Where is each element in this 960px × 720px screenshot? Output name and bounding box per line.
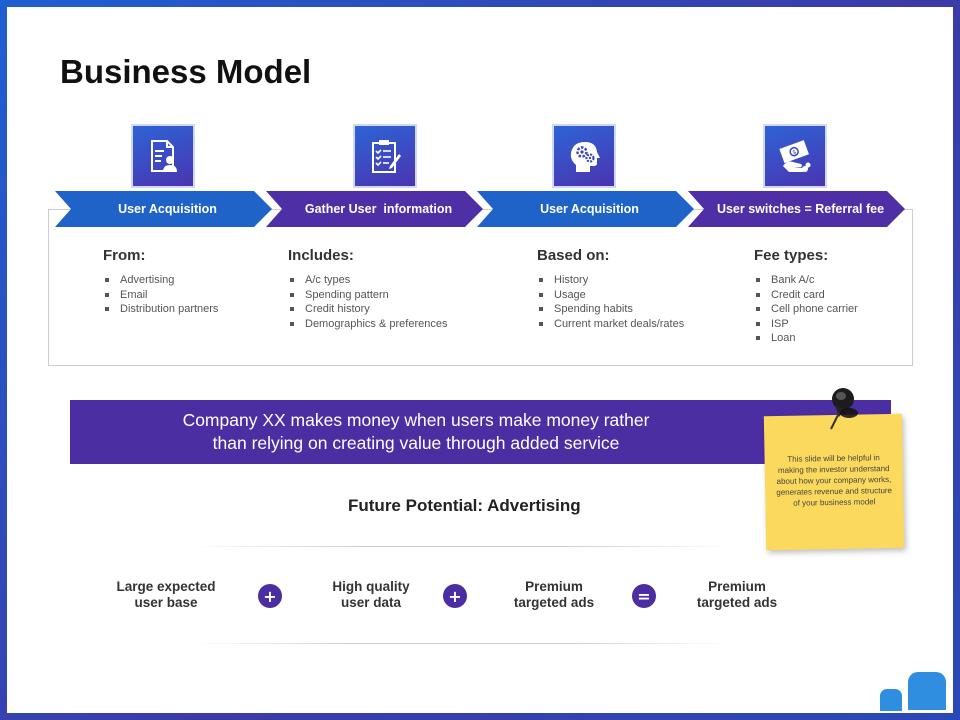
- detail-column-based-on: Based on: History Usage Spending habits …: [537, 247, 684, 331]
- list-item: Credit card: [754, 288, 858, 303]
- decorative-corner-large: [908, 672, 946, 710]
- divider: [192, 546, 732, 547]
- clipboard-checklist-icon: [372, 140, 401, 173]
- equals-operator: =: [632, 584, 656, 608]
- step-4-arrow: User switches = Referral fee: [688, 191, 905, 227]
- column-heading: From:: [103, 247, 146, 264]
- column-heading: Includes:: [288, 247, 354, 264]
- list-item: History: [537, 273, 684, 288]
- list-item: Spending habits: [537, 302, 684, 317]
- step-2-label: Gather User information: [304, 202, 453, 216]
- list-item: Distribution partners: [103, 302, 218, 317]
- list-item: Current market deals/rates: [537, 317, 684, 332]
- list-item: Bank A/c: [754, 273, 858, 288]
- sticky-note-text: This slide will be helpful in making the…: [776, 453, 893, 508]
- list-item: Credit history: [288, 302, 447, 317]
- detail-column-fee-types: Fee types: Bank A/c Credit card Cell pho…: [754, 247, 858, 346]
- equation-item-user-data: High quality user data: [332, 579, 410, 610]
- slide: Business Model: [7, 7, 953, 713]
- equation-item-premium-ads: Premium targeted ads: [513, 579, 595, 610]
- push-pin-icon: [830, 388, 858, 430]
- column-heading: Fee types:: [754, 247, 829, 264]
- list-item: Spending pattern: [288, 288, 447, 303]
- step-2-icon-box: [355, 126, 415, 186]
- step-3-label: User Acquisition: [540, 202, 639, 216]
- banner-line-2: than relying on creating value through a…: [212, 433, 620, 453]
- svg-text:$: $: [791, 149, 797, 157]
- step-1-arrow: User Acquisition: [55, 191, 272, 227]
- step-1-icon-box: [133, 126, 193, 186]
- list-item: Demographics & preferences: [288, 317, 447, 332]
- list-item: A/c types: [288, 273, 447, 288]
- banner-line-1: Company XX makes money when users make m…: [182, 410, 650, 430]
- step-4-icon-box: $: [765, 126, 825, 186]
- list-item: Advertising: [103, 273, 218, 288]
- step-3-icon-box: [554, 126, 614, 186]
- list-item: Cell phone carrier: [754, 302, 858, 317]
- divider: [192, 643, 732, 644]
- detail-column-includes: Includes: A/c types Spending pattern Cre…: [288, 247, 447, 331]
- equation-item-user-base: Large expected user base: [116, 579, 216, 610]
- step-4-label: User switches = Referral fee: [716, 202, 885, 216]
- equation-item-result: Premium targeted ads: [696, 579, 778, 610]
- detail-column-from: From: Advertising Email Distribution par…: [103, 247, 218, 317]
- step-1-label: User Acquisition: [118, 202, 217, 216]
- details-panel: [48, 209, 913, 366]
- column-heading: Based on:: [537, 247, 610, 264]
- step-3-arrow: User Acquisition: [477, 191, 694, 227]
- step-2-arrow: Gather User information: [266, 191, 483, 227]
- list-item: Loan: [754, 331, 858, 346]
- plus-operator: +: [443, 584, 467, 608]
- list-item: Usage: [537, 288, 684, 303]
- plus-operator: +: [258, 584, 282, 608]
- page-title: Business Model: [60, 53, 312, 90]
- decorative-corner-small: [880, 689, 902, 711]
- future-potential-title: Future Potential: Advertising: [348, 496, 581, 515]
- value-banner: Company XX makes money when users make m…: [70, 400, 891, 464]
- list-item: ISP: [754, 317, 858, 332]
- list-item: Email: [103, 288, 218, 303]
- user-document-icon: [151, 140, 177, 172]
- head-gears-icon: [570, 142, 600, 172]
- money-cash-icon: $: [779, 140, 811, 172]
